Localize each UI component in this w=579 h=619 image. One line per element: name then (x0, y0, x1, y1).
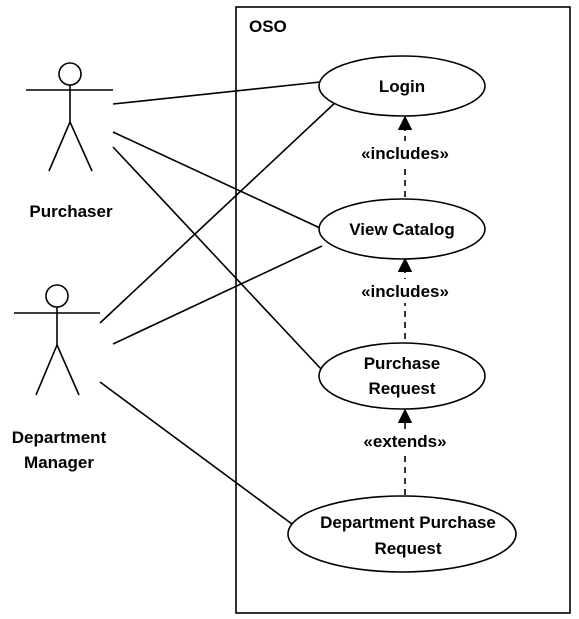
label-includes-2: «includes» (361, 282, 449, 301)
use-case-dept-purchase-request: Department Purchase Request (287, 495, 517, 573)
label-extends: «extends» (363, 432, 446, 451)
system-name: OSO (249, 17, 287, 36)
actor-purchaser-label: Purchaser (29, 202, 113, 221)
assoc-purchaser-view-catalog (112, 131, 321, 229)
actor-purchaser-head (58, 62, 82, 86)
use-case-purchase-request-line1: Purchase (364, 354, 441, 373)
use-case-view-catalog-label: View Catalog (349, 220, 455, 239)
assoc-manager-view-catalog (112, 245, 323, 345)
actor-department-manager: Department Manager (12, 284, 107, 472)
use-case-login: Login (318, 55, 486, 117)
actor-manager-label-line2: Manager (24, 453, 94, 472)
actor-manager-head (45, 284, 69, 308)
label-includes-1: «includes» (361, 144, 449, 163)
assoc-purchaser-purchase-request (112, 146, 323, 371)
actor-purchaser: Purchaser (26, 62, 113, 221)
system-boundary (235, 6, 571, 614)
assoc-purchaser-login (112, 81, 321, 105)
use-case-login-label: Login (379, 77, 425, 96)
actor-manager-label-line1: Department (12, 428, 107, 447)
use-case-purchase-request: Purchase Request (318, 342, 486, 410)
use-case-dept-purchase-request-line1: Department Purchase (320, 513, 496, 532)
label-bg-extends (360, 429, 450, 453)
use-case-view-catalog: View Catalog (318, 198, 486, 260)
label-bg-includes-1 (356, 141, 454, 165)
use-case-dept-purchase-request-line2: Request (374, 539, 441, 558)
label-bg-includes-2 (356, 279, 454, 303)
assoc-manager-dept-purchase-request (99, 381, 297, 528)
assoc-manager-login (99, 99, 339, 324)
use-case-purchase-request-line2: Request (368, 379, 435, 398)
